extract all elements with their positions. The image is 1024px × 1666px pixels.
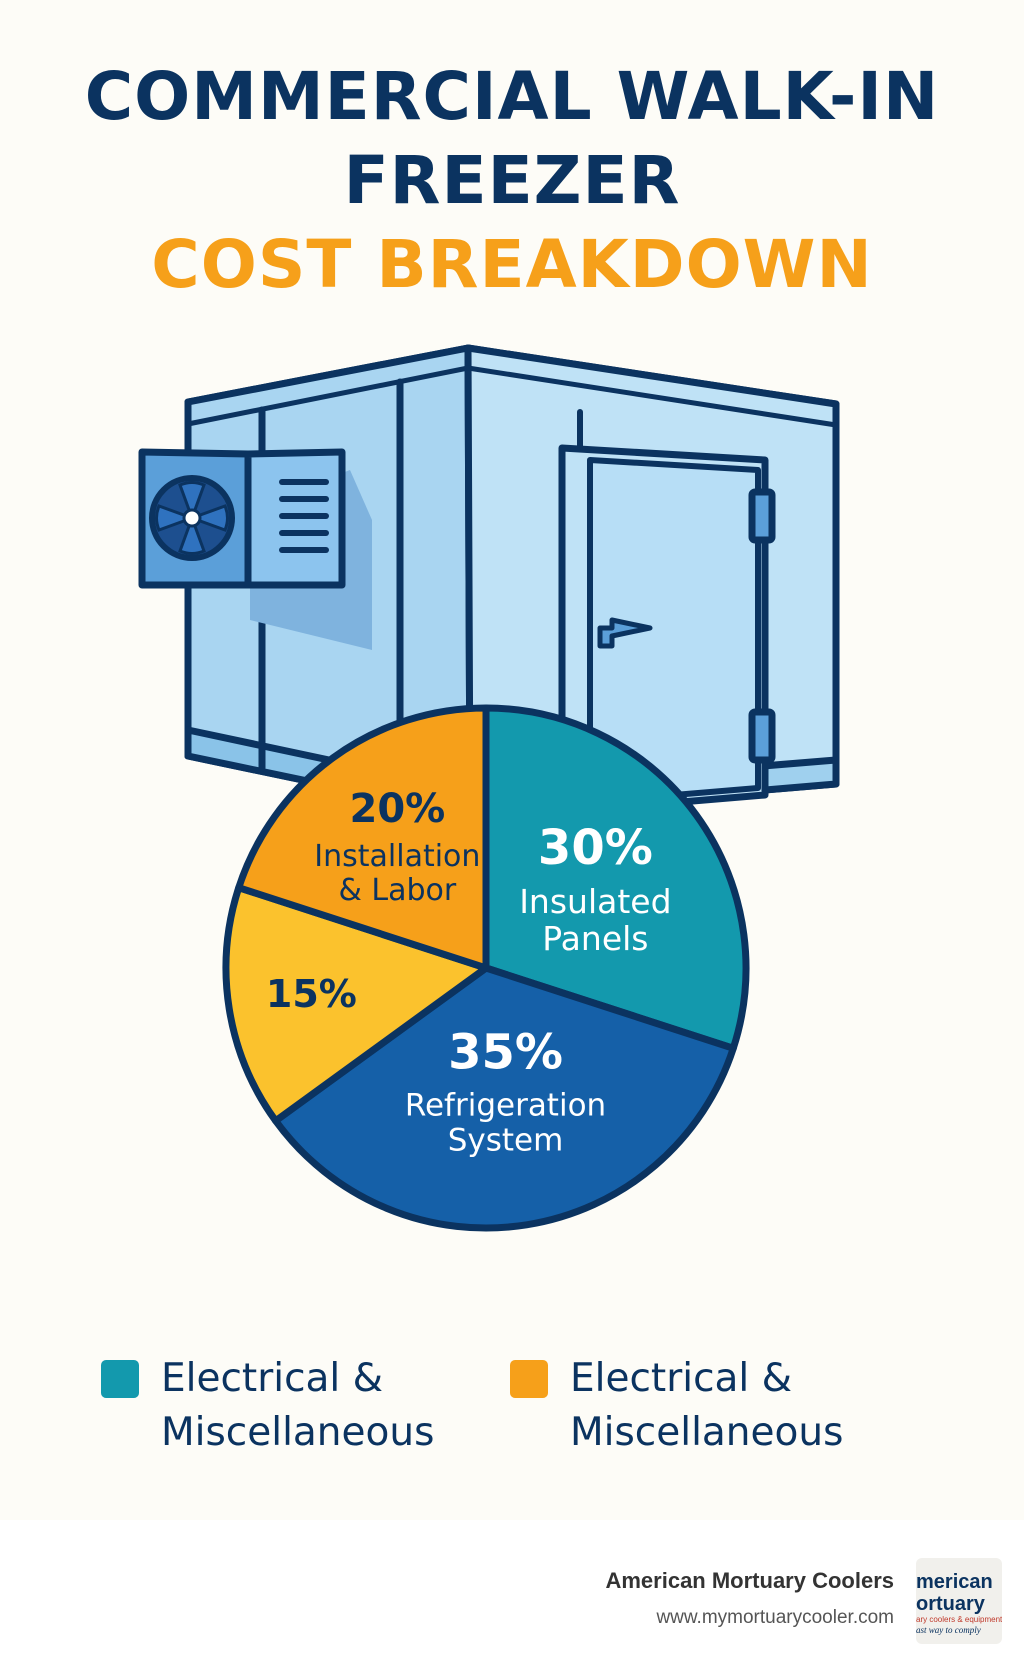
slice-category-label: Refrigeration [405, 1088, 606, 1124]
company-logo: merican ortuary ary coolers & equipment … [916, 1558, 1002, 1644]
legend-swatch [101, 1360, 139, 1398]
title-block: COMMERCIAL WALK-IN FREEZER COST BREAKDOW… [0, 55, 1024, 307]
slice-category-label: & Labor [338, 873, 456, 908]
slice-value-label: 20% [349, 786, 445, 832]
legend-item: Electrical & Miscellaneous [510, 1352, 880, 1460]
logo-text-line: ast way to comply [916, 1625, 981, 1635]
slice-value-label: 15% [266, 972, 357, 1016]
legend-swatch [510, 1360, 548, 1398]
pie-slice [482, 704, 750, 1052]
title-line-3: COST BREAKDOWN [151, 226, 873, 303]
footer: American Mortuary Coolers www.mymortuary… [0, 1520, 1024, 1666]
title-line-1: COMMERCIAL WALK-IN [84, 58, 940, 135]
slice-category-label: Installation [314, 839, 480, 874]
slice-category-label: Panels [542, 919, 648, 958]
title-line-2: FREEZER [343, 142, 681, 219]
logo-text-line: merican [916, 1571, 993, 1593]
logo-text-line: ortuary [916, 1593, 986, 1615]
company-name: American Mortuary Coolers [605, 1568, 894, 1593]
walk-in-freezer-icon [138, 344, 840, 819]
condenser-fan-icon [149, 475, 235, 561]
pie-slice [235, 704, 490, 972]
pie-slice [272, 964, 737, 1232]
slice-value-label: 30% [538, 820, 653, 876]
legend-label: Electrical & Miscellaneous [161, 1356, 435, 1455]
legend-item: Electrical & Miscellaneous [101, 1352, 471, 1460]
company-url[interactable]: www.mymortuarycooler.com [656, 1607, 894, 1628]
legend-label: Electrical & Miscellaneous [570, 1356, 844, 1455]
slice-category-label: System [448, 1123, 564, 1159]
slice-category-label: Insulated [519, 882, 671, 921]
slice-value-label: 35% [448, 1025, 563, 1081]
logo-text-line: ary coolers & equipment [916, 1615, 1002, 1624]
pie-slice [222, 884, 490, 1125]
